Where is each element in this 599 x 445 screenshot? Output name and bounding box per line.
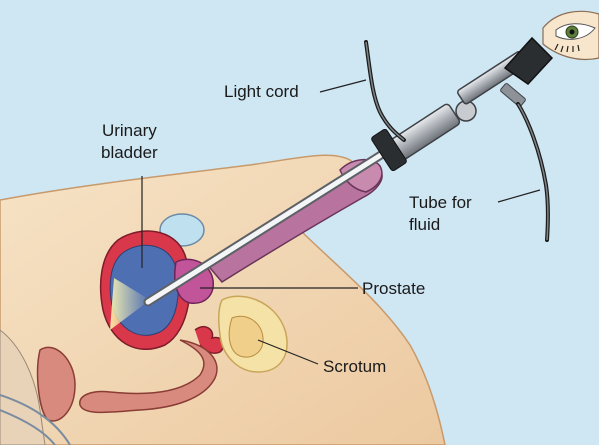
label-scrotum: Scrotum bbox=[323, 356, 386, 378]
label-tube-for-fluid-line2: fluid bbox=[409, 214, 472, 236]
label-tube-for-fluid-line1: Tube for bbox=[409, 192, 472, 214]
fluid-tube-cable-highlight bbox=[518, 104, 548, 240]
fluid-port bbox=[500, 83, 526, 107]
eye-pupil bbox=[570, 30, 575, 35]
light-cord-cable bbox=[366, 42, 404, 140]
leader-tube-for-fluid bbox=[498, 190, 540, 202]
label-urinary-bladder-line1: Urinary bbox=[101, 120, 158, 142]
label-urinary-bladder: Urinary bladder bbox=[101, 120, 158, 164]
leader-light-cord bbox=[320, 80, 366, 92]
label-prostate: Prostate bbox=[362, 278, 425, 300]
label-urinary-bladder-line2: bladder bbox=[101, 142, 158, 164]
label-tube-for-fluid: Tube for fluid bbox=[409, 192, 472, 236]
label-light-cord: Light cord bbox=[224, 81, 299, 103]
